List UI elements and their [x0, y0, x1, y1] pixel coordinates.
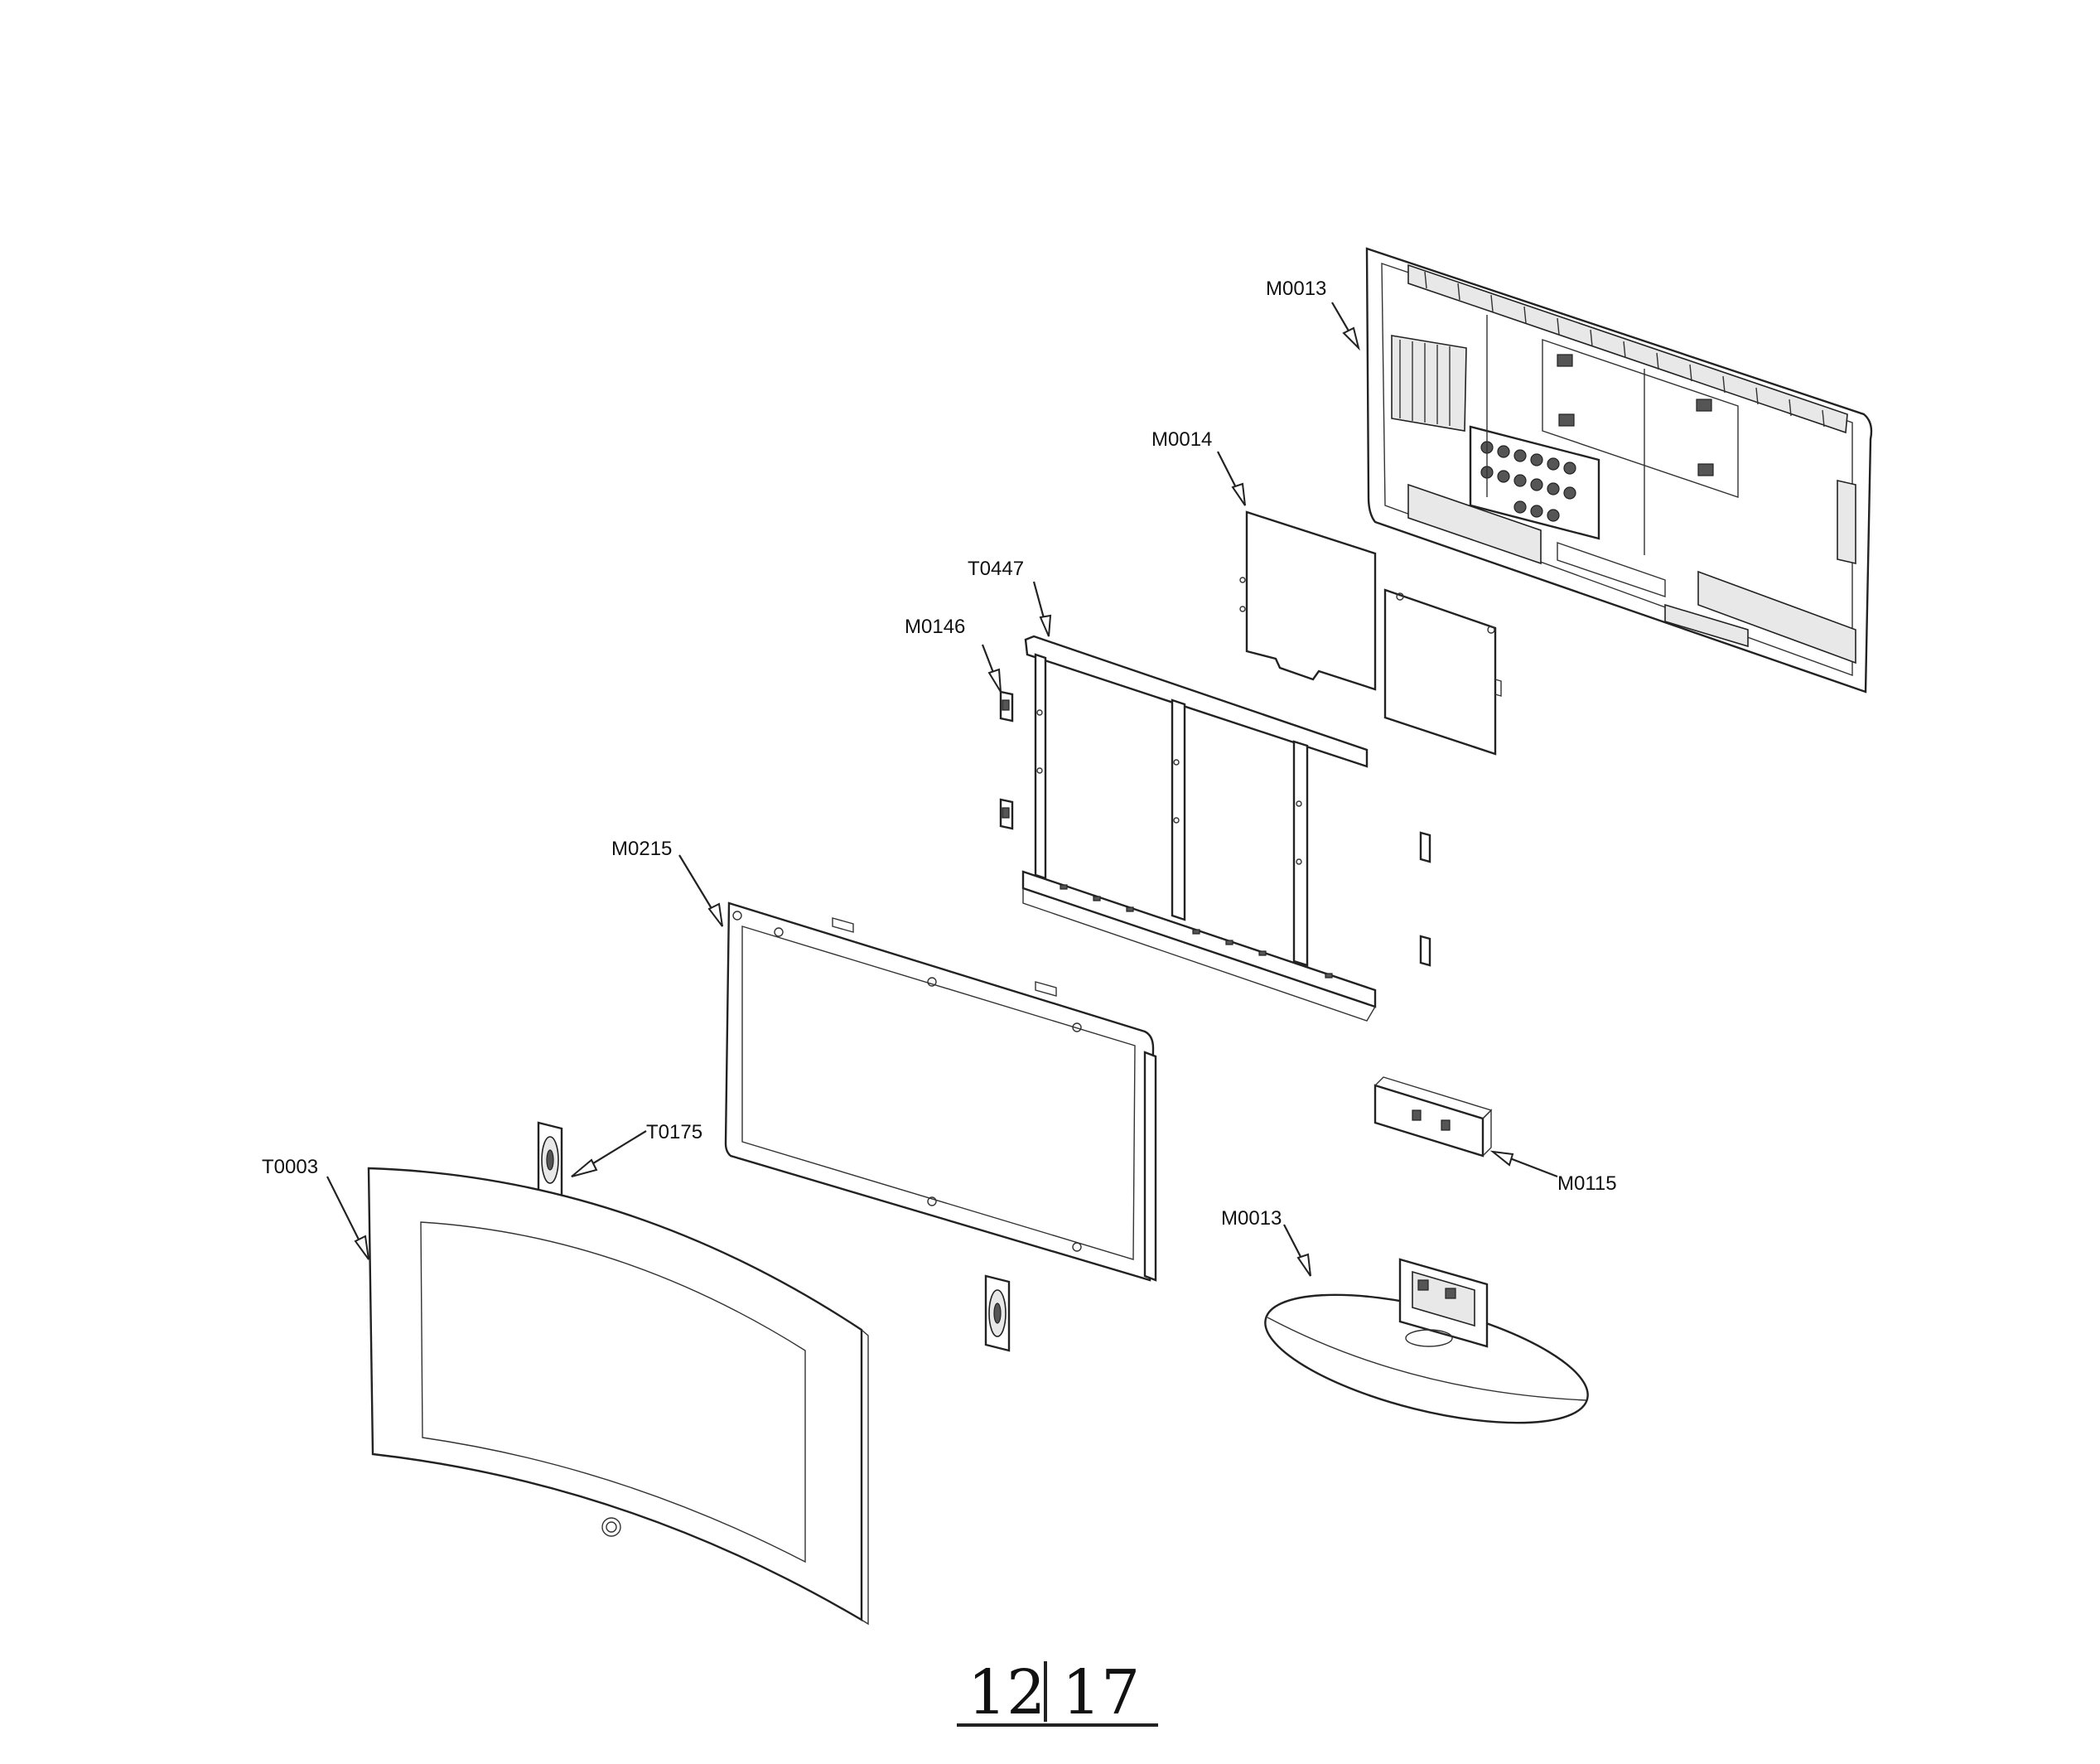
- callout-m0013-rear-cover: M0013: [1266, 278, 1326, 300]
- callout-m0014: M0014: [1151, 428, 1212, 451]
- shield-plate-part: [1239, 510, 1502, 756]
- lcd-panel-part: [724, 901, 1157, 1282]
- stand-bracket-part: [1373, 1076, 1493, 1157]
- speaker-part: [537, 1121, 1011, 1352]
- page-mark-right: 17: [1062, 1657, 1140, 1728]
- callout-t0447: T0447: [968, 558, 1024, 580]
- front-bezel-part: [367, 1167, 869, 1626]
- stand-base-part: [1264, 1258, 1589, 1424]
- rear-cover-part: [1365, 247, 1873, 694]
- callout-m0115: M0115: [1557, 1172, 1617, 1195]
- page-mark: 12 17: [957, 1657, 1158, 1728]
- callout-m0146: M0146: [905, 616, 965, 638]
- leader-lines: [326, 302, 1558, 1277]
- bracket-part: [999, 690, 1431, 967]
- callout-t0175: T0175: [646, 1121, 702, 1143]
- callout-m0215: M0215: [611, 838, 672, 860]
- callout-t0003: T0003: [262, 1156, 318, 1178]
- page-mark-left: 12: [968, 1657, 1045, 1728]
- chassis-frame-part: [1021, 635, 1377, 1022]
- callout-m0013-stand: M0013: [1221, 1207, 1282, 1230]
